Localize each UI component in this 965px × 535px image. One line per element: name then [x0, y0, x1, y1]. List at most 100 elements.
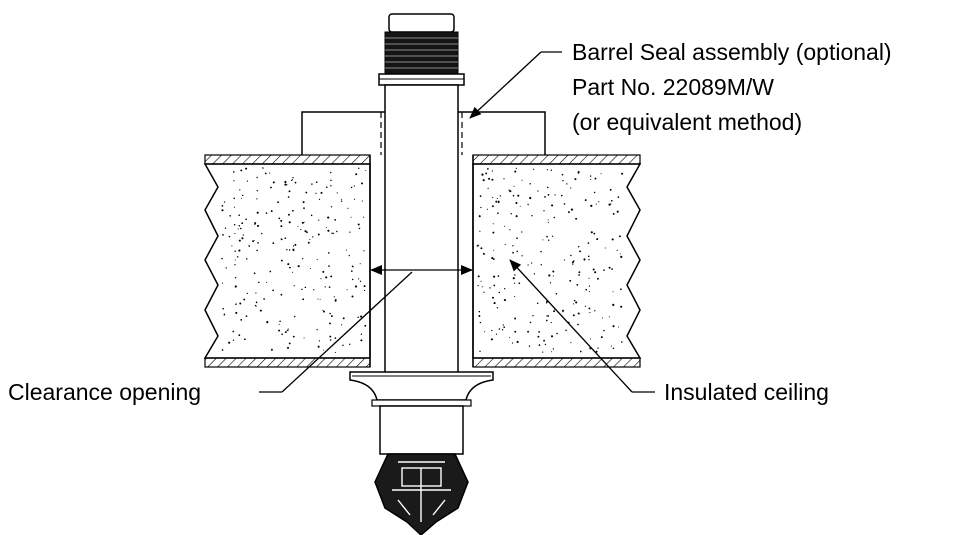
speckle — [235, 303, 237, 305]
sprinkler-cap — [388, 13, 455, 33]
speckle — [246, 292, 248, 295]
speckle — [549, 282, 552, 284]
speckle — [592, 268, 595, 271]
speckle — [234, 259, 236, 261]
speckle — [320, 278, 322, 280]
speckle — [620, 255, 623, 258]
speckle — [545, 319, 548, 322]
speckle — [358, 227, 361, 230]
speckle — [354, 285, 358, 288]
speckle — [587, 255, 590, 258]
speckle — [348, 254, 350, 257]
speckle — [232, 339, 235, 341]
speckle — [224, 227, 227, 229]
speckle — [552, 275, 554, 277]
speckle — [479, 195, 482, 197]
speckle — [243, 298, 246, 301]
speckle — [508, 189, 510, 191]
leader-lines — [259, 51, 655, 393]
speckle — [492, 223, 494, 225]
speckle — [336, 192, 338, 194]
speckle — [551, 235, 554, 237]
speckle — [252, 240, 254, 243]
speckle — [312, 236, 314, 238]
speckle — [241, 222, 244, 225]
speckle — [352, 266, 354, 268]
speckle — [578, 271, 581, 274]
speckle — [544, 196, 546, 198]
speckle — [527, 330, 530, 333]
speckle — [261, 232, 263, 235]
speckle — [361, 200, 363, 202]
barrel-seal-label-line3: (or equivalent method) — [572, 109, 802, 135]
clearance-leader-diagonal — [281, 271, 413, 393]
speckle — [546, 186, 549, 189]
clearance-opening — [369, 155, 474, 367]
speckle — [269, 270, 272, 273]
speckle — [330, 315, 333, 318]
speckle — [294, 243, 297, 246]
speckle — [584, 305, 587, 307]
speckle — [513, 282, 516, 284]
speckle — [551, 204, 554, 207]
speckle — [546, 235, 548, 238]
speckle — [286, 329, 289, 332]
speckle — [301, 288, 303, 291]
speckle — [616, 249, 618, 251]
speckle — [545, 302, 548, 304]
speckle — [478, 215, 481, 218]
speckle — [280, 259, 283, 262]
callout-labels: Barrel Seal assembly (optional) Part No.… — [8, 39, 892, 405]
speckle — [482, 179, 485, 182]
speckle — [572, 263, 574, 265]
speckle — [589, 338, 591, 340]
speckle — [346, 289, 348, 291]
speckle — [353, 198, 356, 200]
speckle — [601, 317, 604, 319]
speckle — [334, 299, 337, 302]
speckle — [292, 335, 295, 338]
speckle — [485, 172, 488, 175]
speckle — [481, 286, 483, 288]
speckle — [537, 190, 539, 192]
speckle — [358, 278, 360, 280]
speckle — [221, 205, 224, 207]
speckle — [573, 299, 576, 302]
speckle — [329, 312, 331, 315]
speckle — [491, 178, 494, 181]
speckle — [318, 198, 321, 201]
speckle — [223, 201, 226, 203]
speckle — [555, 292, 558, 295]
speckle — [544, 343, 547, 346]
speckle — [304, 286, 307, 289]
speckle — [479, 350, 481, 352]
speckle — [359, 263, 361, 265]
speckle — [315, 192, 317, 194]
speckle — [303, 221, 305, 223]
speckle — [514, 274, 516, 276]
speckle — [610, 199, 613, 202]
speckle — [577, 172, 580, 174]
speckle — [330, 206, 333, 208]
speckle — [259, 309, 262, 312]
speckle — [304, 230, 307, 233]
speckle — [531, 214, 533, 217]
speckle — [497, 275, 500, 277]
speckle — [620, 288, 622, 291]
speckle — [612, 347, 615, 350]
speckle — [480, 247, 483, 250]
speckle — [571, 261, 574, 264]
speckle — [284, 237, 287, 240]
speckle — [533, 273, 536, 275]
speckle — [611, 238, 614, 241]
speckle — [256, 224, 260, 227]
speckle — [512, 194, 515, 197]
speckle — [240, 169, 243, 172]
speckle — [332, 232, 335, 235]
speckle — [478, 310, 481, 313]
speckle — [231, 245, 233, 247]
speckle — [512, 277, 515, 280]
speckle — [490, 338, 493, 341]
speckle — [365, 170, 367, 172]
